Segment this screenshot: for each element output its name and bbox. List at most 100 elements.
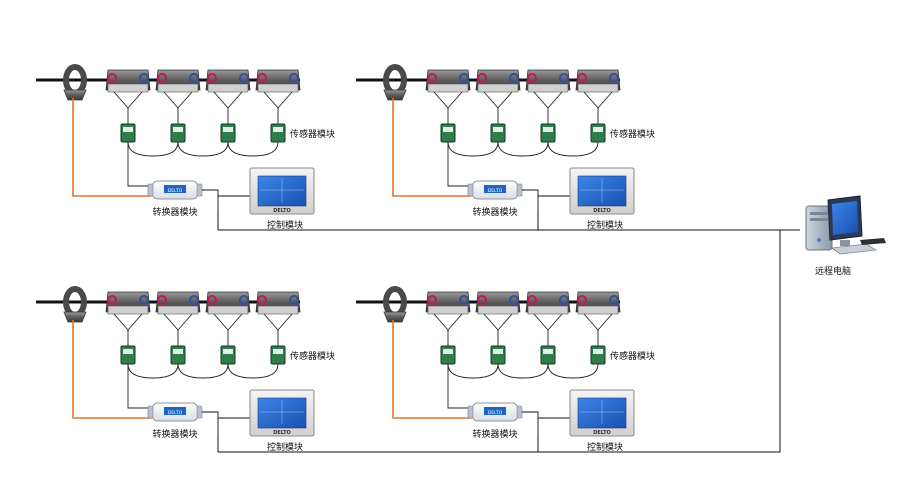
sensor-link — [547, 363, 599, 379]
sensor-module — [220, 345, 236, 365]
bus-clamp — [475, 69, 521, 124]
converter-display — [164, 407, 186, 415]
bus-clamp — [425, 69, 471, 124]
sensor-module — [120, 123, 136, 143]
module-group: 传感器模块 DELTO 转换器模块 DELTO 控制模块 — [36, 64, 335, 231]
sensor-module — [220, 123, 236, 143]
sensor-module — [270, 123, 286, 143]
converter-module: DELTO — [467, 402, 523, 422]
connector-blue — [459, 73, 469, 83]
converter-module: DELTO — [147, 180, 203, 200]
connector-blue — [189, 295, 199, 305]
connector-blue — [239, 73, 249, 83]
control-module: DELTO — [569, 389, 635, 437]
sensor-module — [540, 345, 556, 365]
connector-red — [427, 73, 437, 83]
bus-clamp — [475, 291, 521, 346]
converter-display — [484, 185, 506, 193]
control-brand: DELTO — [273, 208, 291, 214]
sensor-module — [170, 345, 186, 365]
remote-pc-label: 远程电脑 — [815, 265, 851, 277]
sensor-module-label: 传感器模块 — [290, 128, 335, 140]
converter-module-label: 转换器模块 — [152, 206, 197, 218]
connector-blue — [189, 73, 199, 83]
current-clamp — [63, 286, 87, 323]
connector-blue — [559, 73, 569, 83]
connector-red — [157, 295, 167, 305]
converter-module-label: 转换器模块 — [152, 428, 197, 440]
bus-clamp — [255, 69, 301, 124]
connector-red — [207, 73, 217, 83]
converter-module: DELTO — [147, 402, 203, 422]
control-brand: DELTO — [593, 208, 611, 214]
bus-clamp — [155, 69, 201, 124]
control-module-label: 控制模块 — [587, 441, 623, 453]
connector-blue — [559, 295, 569, 305]
sensor-module-label: 传感器模块 — [610, 128, 655, 140]
connector-blue — [609, 73, 619, 83]
bus-clamp — [575, 291, 621, 346]
connector-red — [527, 73, 537, 83]
connector-blue — [509, 295, 519, 305]
bus-clamp — [425, 291, 471, 346]
control-module-label: 控制模块 — [267, 441, 303, 453]
bus-clamp — [205, 69, 251, 124]
sensor-link — [177, 141, 229, 157]
signal-line — [72, 320, 152, 419]
sensor-module-label: 传感器模块 — [610, 350, 655, 362]
connector-red — [257, 295, 267, 305]
converter-brand: DELTO — [488, 410, 503, 416]
sensor-module — [540, 123, 556, 143]
bus-clamp — [155, 291, 201, 346]
bus-clamp — [105, 69, 151, 124]
control-brand: DELTO — [273, 430, 291, 436]
sensor-module — [170, 123, 186, 143]
signal-line — [72, 98, 152, 197]
sensor-module — [490, 123, 506, 143]
sensor-link — [447, 363, 499, 379]
sensor-link — [497, 141, 549, 157]
connector-red — [527, 295, 537, 305]
sensor-module — [120, 345, 136, 365]
bus-clamp — [525, 291, 571, 346]
sensor-module — [490, 345, 506, 365]
signal-line — [392, 320, 472, 419]
signal-line — [392, 98, 472, 197]
sensor-link — [127, 141, 179, 157]
connector-blue — [459, 295, 469, 305]
sensor-module — [440, 123, 456, 143]
connector-red — [477, 73, 487, 83]
control-module-label: 控制模块 — [267, 219, 303, 231]
converter-brand: DELTO — [488, 188, 503, 194]
connector-red — [257, 73, 267, 83]
connector-red — [207, 295, 217, 305]
connector-blue — [609, 295, 619, 305]
connector-blue — [139, 73, 149, 83]
converter-display — [484, 407, 506, 415]
connector-blue — [139, 295, 149, 305]
sensor-link — [547, 141, 599, 157]
sensor-link — [227, 363, 279, 379]
sensor-module — [270, 345, 286, 365]
connector-blue — [289, 73, 299, 83]
sensor-module — [590, 123, 606, 143]
converter-module: DELTO — [467, 180, 523, 200]
sensor-module — [440, 345, 456, 365]
converter-brand: DELTO — [168, 188, 183, 194]
control-module-label: 控制模块 — [587, 219, 623, 231]
connector-red — [107, 295, 117, 305]
sensor-link — [497, 363, 549, 379]
bus-clamp — [525, 69, 571, 124]
network-line — [218, 229, 781, 453]
current-clamp — [383, 64, 407, 101]
connector-blue — [239, 295, 249, 305]
sensor-link — [447, 141, 499, 157]
connector-red — [157, 73, 167, 83]
connector-red — [427, 295, 437, 305]
sensor-link — [127, 363, 179, 379]
